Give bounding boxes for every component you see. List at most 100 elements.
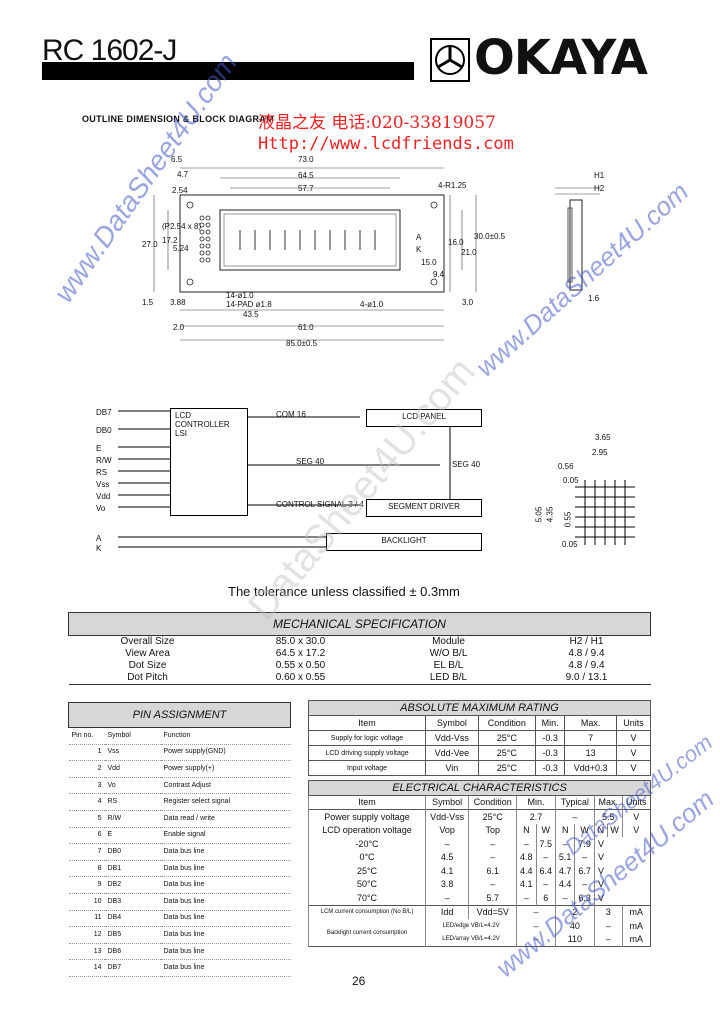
dim-17-2: 17.2 [162,236,178,245]
table-row: Input voltage Vin 25°C -0.3 Vdd+0.3 V [308,760,652,776]
dim-21: 21.0 [461,248,477,257]
dim-h2: H2 [594,184,605,193]
table-row: LCM current consumption (No B/L) Idd Vdd… [308,905,651,919]
page-number: 26 [352,974,366,988]
dim-57-7: 57.7 [298,184,314,193]
table-row: Supply for logic voltage Vdd-Vss 25°C -0… [308,730,652,746]
backlight-box: BACKLIGHT [326,533,482,551]
dim-2-54: 2.54 [172,186,188,195]
lcd-panel-box: LCD PANEL [366,409,482,427]
seg-label-2: SEG 40 [452,460,481,469]
dim-9-4: 9.4 [433,270,445,279]
model-title: RC 1602-J [42,34,177,67]
dot-dim-2-95: 2.95 [592,448,608,457]
contact-phone: 液晶之友 电话:020-33819057 [258,113,496,133]
sig-k: K [96,544,102,553]
dot-dim-0-05-b: 0.05 [562,540,578,549]
mechanical-spec-table: MECHANICAL SPECIFICATION Overall Size 85… [68,612,651,685]
dot-dim-0-05: 0.05 [563,476,579,485]
title-bar [42,62,414,80]
electrical-characteristics-table: ELECTRICAL CHARACTERISTICS Item Symbol C… [308,780,651,947]
dim-3: 3.0 [462,298,474,307]
ratings-title: ABSOLUTE MAXIMUM RATING [308,700,651,716]
pin-a: A [416,233,422,242]
table-row: LCD operation voltage Vop Top N W N W N … [308,823,651,837]
table-row: Backlight current consumption LED/edge V… [308,919,651,947]
outline-drawing [153,167,600,341]
mech-title: MECHANICAL SPECIFICATION [68,612,651,636]
dim-61: 61.0 [298,323,314,332]
table-row: Dot Pitch 0.60 x 0.55 LED B/L 9.0 / 13.1 [68,672,651,685]
dim-5-24: 5.24 [173,244,189,253]
dim-43-5: 43.5 [243,310,259,319]
seg-label: SEG 40 [296,457,325,466]
dot-dim-3-65: 3.65 [595,433,611,442]
dim-85: 85.0±0.5 [286,339,318,348]
sig-vdd: Vdd [96,492,111,501]
table-row: View Area 64.5 x 17.2 W/O B/L 4.8 / 9.4 [125,648,605,659]
dim-1-5: 1.5 [142,298,154,307]
table-header-row: Item Symbol Condition Min. Typical Max. … [308,795,651,810]
sig-db0: DB0 [96,426,112,435]
table-row: Power supply voltage Vdd-Vss 25°C 2.7 – … [308,809,651,824]
table-row: Overall Size 85.0 x 30.0 Module H2 / H1 [120,636,604,647]
table-row: Dot Size 0.55 x 0.50 EL B/L 4.8 / 9.4 [128,660,605,671]
brand-logo: OKAYA [474,30,648,86]
absolute-max-rating-table: ABSOLUTE MAXIMUM RATING Item Symbol Cond… [308,700,652,776]
dim-pads: 14-PAD ø1.8 [226,300,272,309]
sig-vo: Vo [96,504,106,513]
tolerance-note: The tolerance unless classified ± 0.3mm [228,584,460,599]
dim-16: 16.0 [448,238,464,247]
dim-4-holes: 4-ø1.0 [360,300,384,309]
drawing-title: OUTLINE DIMENSION & BLOCK DIAGRAM [82,114,274,124]
dim-3-88: 3.88 [170,298,186,307]
dim-27: 27.0 [142,240,158,249]
table-row: LCD driving supply voltage Vdd-Vee 25°C … [308,745,652,761]
sig-e: E [96,444,102,453]
dot-dim-0-55: 0.55 [563,511,573,528]
dot-dim-4-35: 4.35 [545,506,555,523]
block-wires [118,410,451,548]
contact-url: Http://www.lcdfriends.com [258,134,514,154]
pin-title: PIN ASSIGNMENT [68,702,291,728]
dim-r125: 4-R1.25 [438,181,467,190]
lcd-controller-box: LCD CONTROLLER LSI [170,408,248,516]
dim-1-6: 1.6 [588,294,600,303]
elec-title: ELECTRICAL CHARACTERISTICS [308,780,651,796]
dim-holes: 14-ø1.0 [226,291,254,300]
dim-h1: H1 [594,171,605,180]
dim-pitch: (P2.54 x 8) [162,222,202,231]
dot-dim-5-05: 5.05 [534,506,544,523]
dim-64-5: 64.5 [298,171,314,180]
dim-15: 15.0 [421,258,437,267]
table-row: LED/array VB/L=4.2V – 110 – mA [309,932,651,947]
table-header-row: Item Symbol Condition Min. Max. Units [308,715,652,731]
sig-a: A [96,534,102,543]
sig-vss: Vss [96,480,110,489]
okaya-logo-icon [430,38,470,82]
dim-73: 73.0 [298,155,314,164]
control-signal-label: CONTROL SIGNAL 3 / 4 [276,500,364,509]
dot-matrix-detail [575,480,635,545]
sig-rs: RS [96,468,108,477]
sig-rw: R/W [96,456,112,465]
com-label: COM 16 [276,410,306,419]
dim-30: 30.0±0.5 [474,232,506,241]
dim-4-7: 4.7 [177,170,189,179]
